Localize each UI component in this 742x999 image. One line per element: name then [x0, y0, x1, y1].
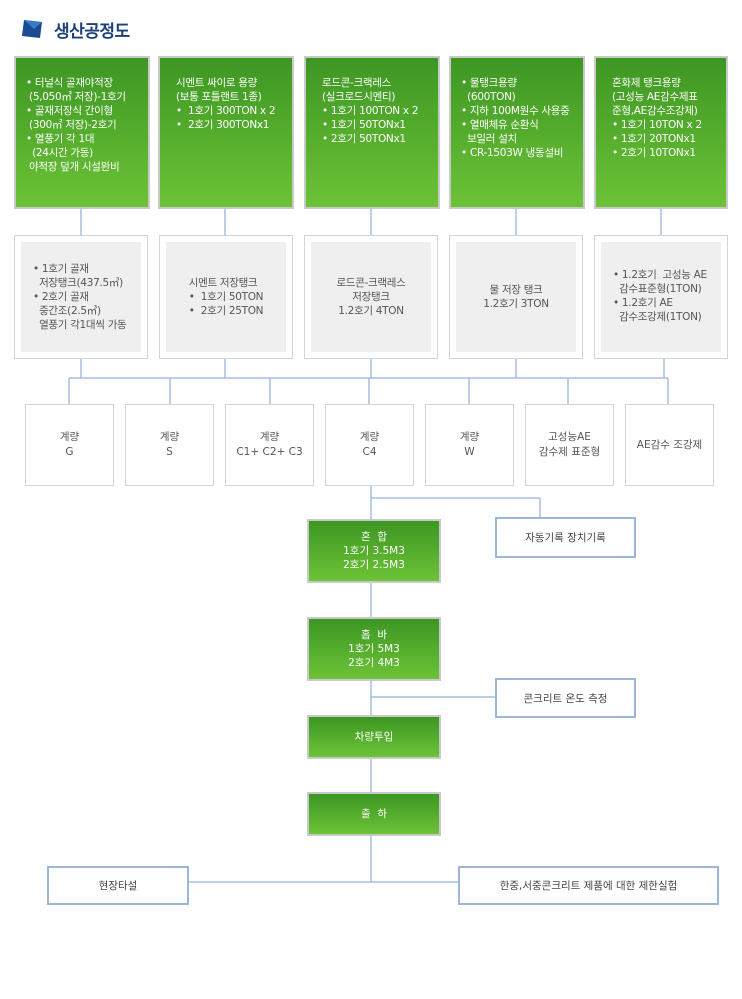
storage-text: 혼화제 탱크용량 (고성능 AE감수제표 준형,AE감수조강제) • 1호기 1… — [612, 77, 702, 159]
tank-cement: 시멘트 저장탱크 • 1호기 50TON • 2호기 25TON — [159, 235, 293, 359]
logo-icon — [22, 20, 42, 38]
storage-text: 로드콘-크랙레스 (실크로드시멘티) • 1호기 100TON x 2 • 1호… — [322, 77, 419, 145]
storage-aggregate: • 터널식 골재야적장 (5,050㎡ 저장)-1호기 • 골재저장식 간이형 … — [14, 56, 150, 209]
measure-ae-early: AE감수 조강제 — [625, 404, 714, 486]
site-pour-box: 현장타설 — [47, 866, 189, 905]
tank-text: • 1.2호기 고성능 AE 감수표준형(1TON) • 1.2호기 AE 감수… — [613, 269, 707, 323]
storage-roadcon: 로드콘-크랙레스 (실크로드시멘티) • 1호기 100TON x 2 • 1호… — [304, 56, 440, 209]
measure-ae-standard: 고성능AE 감수제 표준형 — [525, 404, 614, 486]
tank-text: 시멘트 저장탱크 • 1호기 50TON • 2호기 25TON — [188, 277, 264, 317]
measure-w: 계량 W — [425, 404, 514, 486]
temperature-box: 콘크리트 온도 측정 — [495, 678, 636, 718]
storage-cement: 시멘트 싸이로 용량 (보통 포틀랜트 1종) • 1호기 300TON x 2… — [158, 56, 294, 209]
page-title: 생산공정도 — [54, 21, 130, 42]
truck-step: 차량투입 — [307, 715, 441, 759]
header: 생산공정도 — [20, 14, 130, 44]
measure-c1c2c3: 계량 C1+ C2+ C3 — [225, 404, 314, 486]
tank-water: 물 저장 탱크 1.2호기 3TON — [449, 235, 583, 359]
storage-water: • 물탱크용량 (600TON) • 지하 100M원수 사용중 • 열매체유 … — [449, 56, 585, 209]
tank-admixture: • 1.2호기 고성능 AE 감수표준형(1TON) • 1.2호기 AE 감수… — [594, 235, 728, 359]
tank-text: • 1호기 골재 저장탱크(437.5㎥) • 2호기 골재 중간조(2.5㎥)… — [33, 263, 127, 331]
measure-c4: 계량 C4 — [325, 404, 414, 486]
measure-s: 계량 S — [125, 404, 214, 486]
hopper-step: 홉 바 1호기 5M3 2호기 4M3 — [307, 617, 441, 681]
storage-text: • 터널식 골재야적장 (5,050㎡ 저장)-1호기 • 골재저장식 간이형 … — [26, 77, 126, 173]
tank-aggregate: • 1호기 골재 저장탱크(437.5㎥) • 2호기 골재 중간조(2.5㎥)… — [14, 235, 148, 359]
restriction-test-box: 한중,서중콘크리트 제품에 대한 제한실험 — [458, 866, 719, 905]
ship-step: 출 하 — [307, 792, 441, 836]
storage-text: 시멘트 싸이로 용량 (보통 포틀랜트 1종) • 1호기 300TON x 2… — [176, 77, 276, 131]
auto-record-box: 자동기록 장치기록 — [495, 517, 636, 558]
storage-admixture: 혼화제 탱크용량 (고성능 AE감수제표 준형,AE감수조강제) • 1호기 1… — [594, 56, 728, 209]
tank-text: 물 저장 탱크 1.2호기 3TON — [483, 284, 549, 310]
storage-text: • 물탱크용량 (600TON) • 지하 100M원수 사용중 • 열매체유 … — [461, 77, 570, 159]
tank-text: 로드콘-크랙레스 저장탱크 1.2호기 4TON — [336, 277, 406, 317]
measure-g: 계량 G — [25, 404, 114, 486]
mix-step: 혼 합 1호기 3.5M3 2호기 2.5M3 — [307, 519, 441, 583]
tank-roadcon: 로드콘-크랙레스 저장탱크 1.2호기 4TON — [304, 235, 438, 359]
